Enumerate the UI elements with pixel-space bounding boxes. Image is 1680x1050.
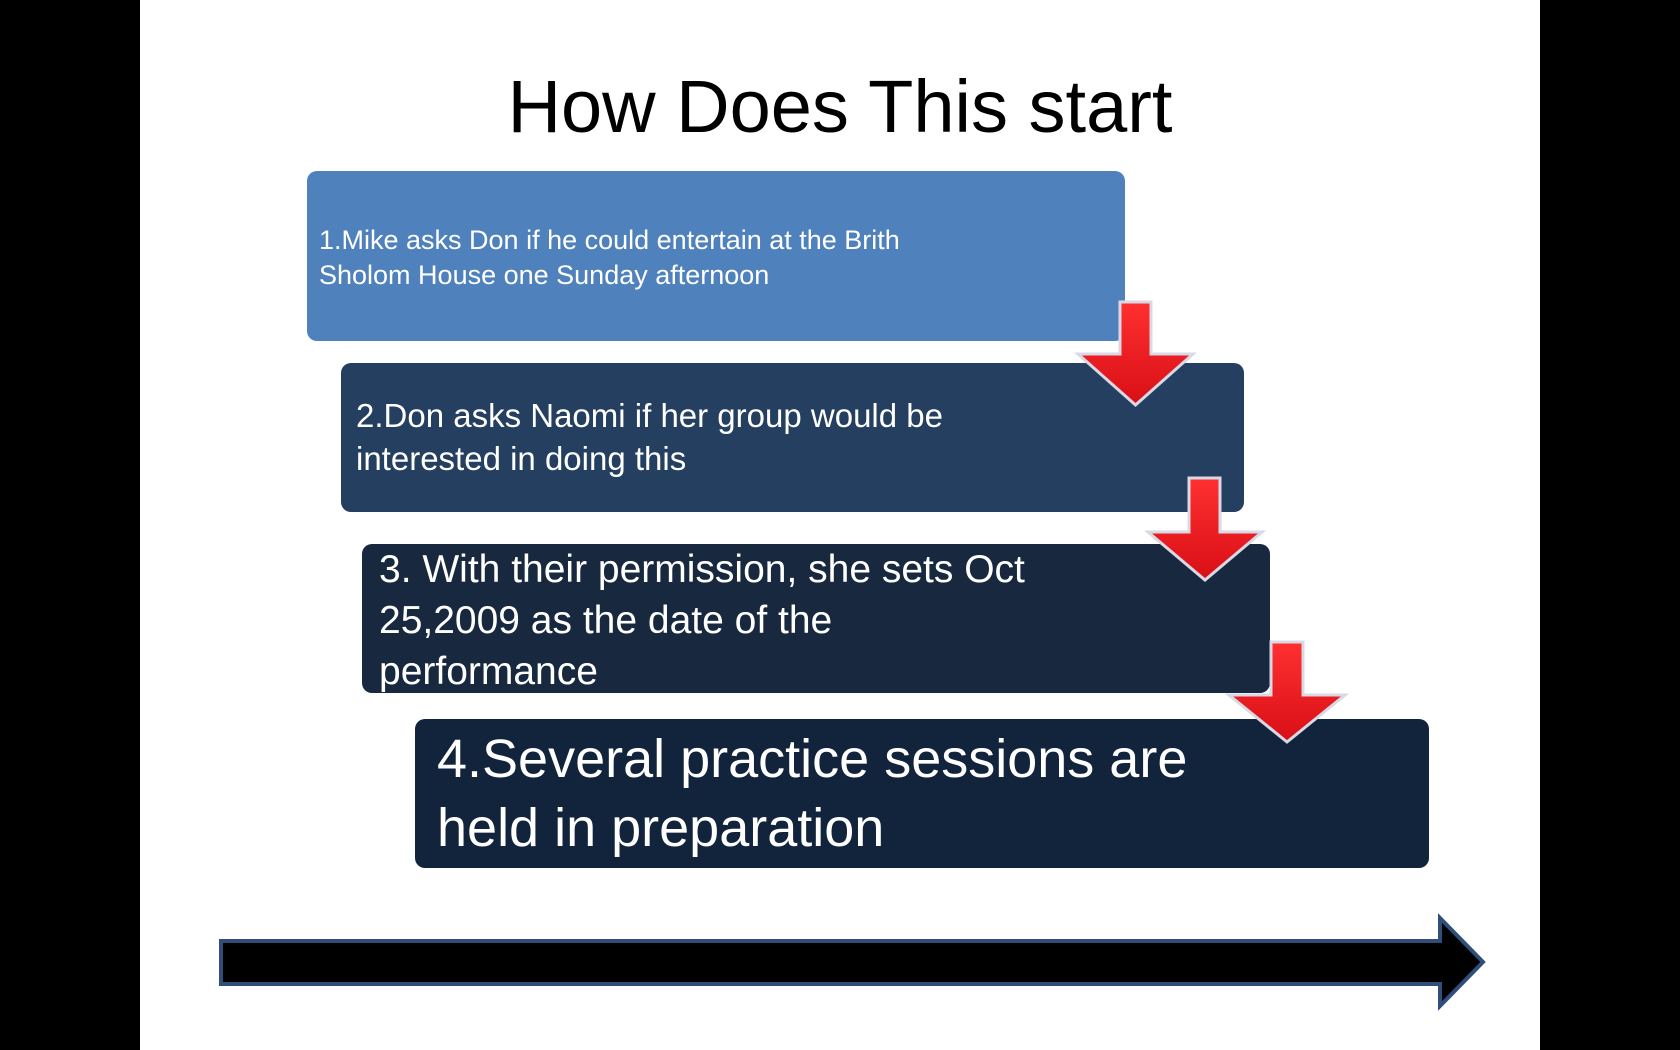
right-arrow-icon (219, 913, 1486, 1011)
down-arrow-icon (1224, 640, 1350, 744)
down-arrow-icon (1143, 476, 1267, 582)
step-box-1: 1.Mike asks Don if he could entertain at… (307, 171, 1125, 341)
step-text-1: 1.Mike asks Don if he could entertain at… (319, 225, 900, 290)
step-box-3: 3. With their permission, she sets Oct 2… (362, 544, 1270, 693)
step-box-2: 2.Don asks Naomi if her group would be i… (341, 363, 1244, 512)
slide: How Does This start 1.Mike asks Don if h… (140, 0, 1540, 1050)
step-text-2: 2.Don asks Naomi if her group would be i… (356, 397, 943, 477)
step-text-4: 4.Several practice sessions are held in … (437, 729, 1188, 858)
slide-title: How Does This start (507, 65, 1173, 148)
step-box-4: 4.Several practice sessions are held in … (415, 719, 1429, 868)
step-text-3: 3. With their permission, she sets Oct 2… (379, 548, 1025, 693)
down-arrow-icon (1074, 300, 1197, 408)
connector-layer (219, 300, 1486, 1011)
